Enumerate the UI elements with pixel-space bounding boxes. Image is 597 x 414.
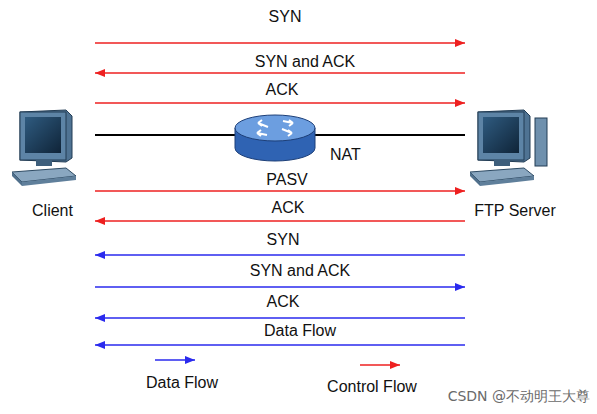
nat-node: NAT [235, 113, 315, 163]
legend-entry: Data Flow [146, 374, 218, 392]
legend-entry: Control Flow [327, 378, 417, 396]
message-label: SYN [269, 8, 302, 26]
message-arrow [95, 102, 465, 104]
nat-router-icon [235, 115, 315, 161]
message-arrow [95, 254, 465, 256]
watermark: CSDN @不动明王大尊 [448, 388, 590, 406]
network-link [95, 134, 235, 136]
legend-control-arrow [360, 364, 400, 366]
message-label: SYN and ACK [250, 262, 351, 280]
message-label: ACK [272, 199, 305, 217]
node-label: NAT [330, 146, 361, 164]
client-node: Client [10, 105, 95, 220]
message-arrow [95, 190, 465, 192]
legend-label: Control Flow [327, 378, 417, 396]
message-arrow [95, 317, 465, 319]
node-label: FTP Server [474, 202, 556, 220]
message-arrow [95, 286, 465, 288]
legend-label: Data Flow [146, 374, 218, 392]
message-label: ACK [266, 81, 299, 99]
message-label: SYN [267, 231, 300, 249]
message-label: SYN and ACK [255, 53, 356, 71]
message-label: PASV [266, 171, 308, 189]
network-link [315, 134, 465, 136]
message-label: ACK [267, 293, 300, 311]
message-arrow [95, 344, 465, 346]
message-arrow [95, 42, 465, 44]
message-label: Data Flow [264, 322, 336, 340]
node-label: Client [32, 202, 73, 220]
connector-layer [95, 43, 465, 345]
server-computer-icon [470, 110, 547, 186]
server-node: FTP Server [465, 105, 565, 220]
client-computer-icon [12, 110, 76, 186]
legend-data-arrow [155, 359, 195, 361]
message-arrow [95, 72, 465, 74]
message-arrow [95, 220, 465, 222]
